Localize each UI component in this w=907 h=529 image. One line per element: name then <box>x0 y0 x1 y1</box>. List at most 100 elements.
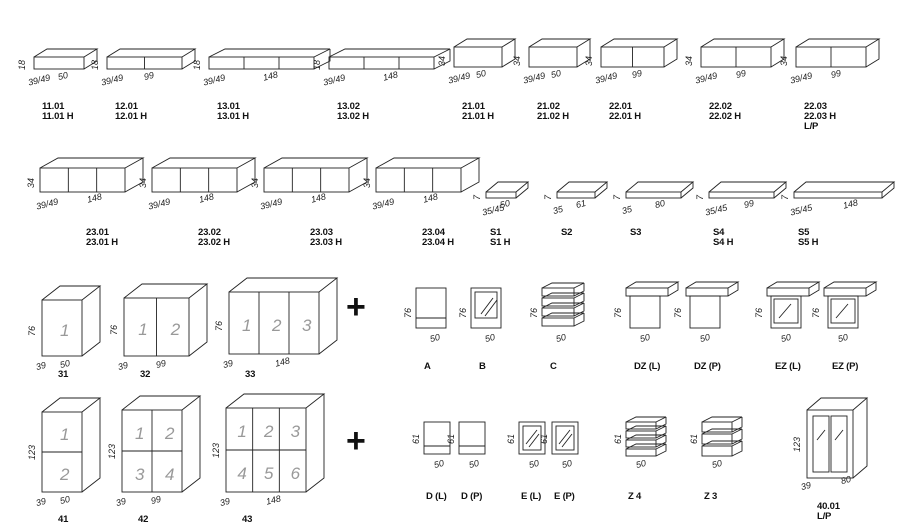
s-3-depth: 35 <box>620 203 633 217</box>
m-22-02-label-line: 22.02 <box>709 101 732 112</box>
f-e-l-height: 61 <box>506 433 516 444</box>
m-22-01-width: 99 <box>630 67 643 81</box>
u-33-drawing <box>228 277 339 355</box>
m-23-01-drawing <box>39 157 145 193</box>
m-21-01-label-line: 21.01 H <box>462 111 494 122</box>
m-12-01-label-line: 12.01 <box>115 101 138 112</box>
m-22-03-drawing <box>795 38 881 68</box>
s-1-label-line: S1 <box>490 227 502 238</box>
f-ez-p-drawing <box>823 281 878 329</box>
f-e-p-width: 50 <box>560 457 573 471</box>
m-23-01-outline <box>39 157 145 193</box>
m-22-01-height: 34 <box>584 55 594 66</box>
f-z3-label: Z 3 <box>704 491 718 502</box>
s-4-outline <box>708 181 788 199</box>
f-dz-l-drawing <box>625 281 680 329</box>
u-43-depth: 39 <box>218 495 231 509</box>
u-43-cell-2: 2 <box>264 422 274 441</box>
s-5-height: 7 <box>780 194 790 200</box>
m-23-02-outline <box>151 157 257 193</box>
f-e-p-height: 61 <box>539 433 549 444</box>
m-22-03-label-line: 22.03 H <box>804 111 836 122</box>
f-c-drawing <box>541 282 585 327</box>
m-13-01-label-line: 13.01 H <box>217 111 249 122</box>
s-1-label-line: S1 H <box>490 237 511 248</box>
f-a-height: 76 <box>403 307 413 318</box>
m-21-02-outline <box>528 38 592 68</box>
m-23-01-label-line: 23.01 <box>86 227 109 238</box>
f-ez-l-drawing <box>766 281 821 329</box>
plus-sign-row4: + <box>346 422 366 460</box>
u-41-depth: 39 <box>34 495 47 509</box>
s-2-depth: 35 <box>551 203 564 217</box>
s-1-width: 50 <box>498 197 511 211</box>
s-5-drawing <box>793 181 896 199</box>
m-13-02-outline <box>328 48 451 70</box>
f-z4-drawing <box>625 416 667 457</box>
m-13-02-label-line: 13.02 <box>337 101 360 112</box>
f-e-l-drawing <box>518 421 546 455</box>
m-22-01-label-line: 22.01 <box>609 101 632 112</box>
m-13-01-label-line: 13.01 <box>217 101 240 112</box>
u-43-cell-6: 6 <box>290 464 301 483</box>
m-13-02-label-line: 13.02 H <box>337 111 369 122</box>
f-z3-drawing <box>701 416 743 457</box>
m-22-02-label-line: 22.02 H <box>709 111 741 122</box>
s-2-label-line: S2 <box>561 227 573 238</box>
u-32-height: 76 <box>109 324 119 335</box>
m-23-02-height: 34 <box>138 177 148 188</box>
m-21-01-outline <box>453 38 517 68</box>
s-5-label-line: S5 <box>798 227 810 238</box>
u-43-drawing <box>225 393 326 493</box>
m-23-04-width: 148 <box>421 191 439 205</box>
u-42-cell-3: 3 <box>135 464 145 484</box>
f-e-l-label: E (L) <box>521 491 542 502</box>
s-3-width: 80 <box>653 197 666 211</box>
f-d-l-height: 61 <box>411 433 421 444</box>
m-23-04-outline <box>375 157 481 193</box>
m-13-02-height: 18 <box>312 59 322 70</box>
f-z3-drawer-2 <box>701 440 743 457</box>
f-ez-p-top <box>823 281 878 297</box>
s-4-height: 7 <box>695 194 705 200</box>
m-22-03-label-line: L/P <box>804 121 819 132</box>
plus-sign-row3: + <box>346 288 366 326</box>
m-23-03-depth: 39/49 <box>259 196 284 212</box>
m-23-04-label-line: 23.04 H <box>422 237 454 248</box>
f-z3-width: 50 <box>710 457 723 471</box>
f-z4-width: 50 <box>634 457 647 471</box>
f-dz-p-top <box>685 281 740 297</box>
u-41-width: 50 <box>58 493 71 507</box>
f-c-drawer-0 <box>541 282 585 297</box>
f-z4-drawer-2 <box>625 434 667 448</box>
m-23-04-depth: 39/49 <box>371 196 396 212</box>
u-33-height: 76 <box>214 320 224 331</box>
u-41-cell-1: 1 <box>60 425 70 444</box>
u-33-cell-1: 1 <box>242 316 252 335</box>
f-ez-l-width: 50 <box>779 331 792 345</box>
f-z4-label: Z 4 <box>628 491 642 502</box>
u-40-01-outline <box>806 397 869 479</box>
m-11-01-label-line: 11.01 H <box>42 111 74 122</box>
m-13-02-width: 148 <box>381 69 399 83</box>
m-22-03-height: 34 <box>779 55 789 66</box>
u-42-cell-4: 4 <box>165 464 175 484</box>
f-ez-l-label: EZ (L) <box>775 361 801 372</box>
s-5-width: 148 <box>841 197 859 211</box>
s-5-outline <box>793 181 896 199</box>
f-z3-drawer-0 <box>701 416 743 433</box>
f-z4-drawer-1 <box>625 425 667 439</box>
m-23-02-label-line: 23.02 <box>198 227 221 238</box>
u-42-outline <box>121 395 202 493</box>
u-43-label: 43 <box>242 514 253 525</box>
s-4-drawing <box>708 181 788 199</box>
u-32-depth: 39 <box>116 359 129 373</box>
m-23-04-height: 34 <box>362 177 372 188</box>
s-1-outline <box>485 181 530 199</box>
f-ez-l-top <box>766 281 821 297</box>
